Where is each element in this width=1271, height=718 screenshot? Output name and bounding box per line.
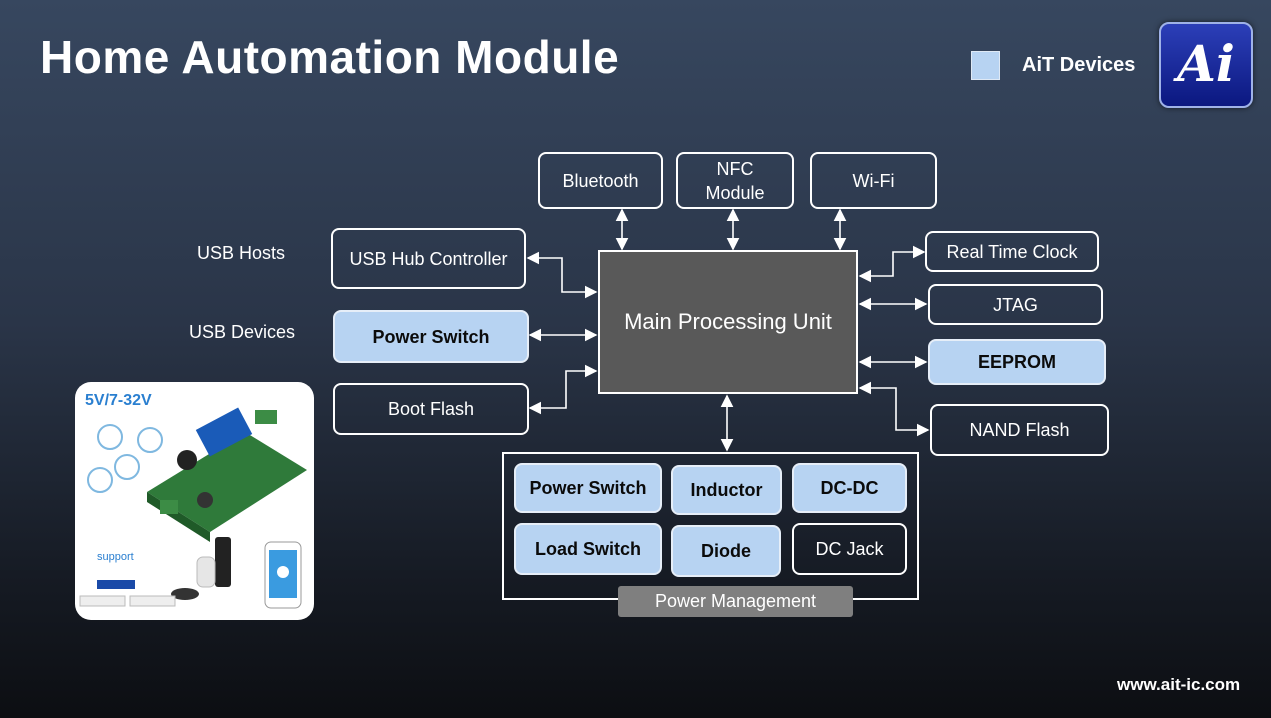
nand-flash-box: NAND Flash <box>930 404 1109 456</box>
usb-hosts-label: USB Hosts <box>197 243 286 263</box>
usb-hub-controller-box: USB Hub Controller <box>331 228 526 289</box>
power-management-label: Power Management <box>618 586 853 617</box>
pm-power-switch-box: Power Switch <box>514 463 662 513</box>
arrow-rtc <box>858 245 926 283</box>
jtag-box: JTAG <box>928 284 1103 325</box>
arrow-usb-hub <box>526 251 598 299</box>
footer-url[interactable]: www.ait-ic.com <box>1117 675 1241 694</box>
power-switch-box: Power Switch <box>333 310 529 363</box>
pm-inductor-box: Inductor <box>671 465 782 515</box>
legend-swatch <box>971 51 1000 80</box>
legend-label: AiT Devices <box>1022 54 1136 76</box>
bluetooth-box: Bluetooth <box>538 152 663 209</box>
boot-flash-box: Boot Flash <box>333 383 529 435</box>
ait-logo: Ai <box>1159 22 1253 108</box>
eeprom-box: EEPROM <box>928 339 1106 385</box>
arrow-boot-flash <box>528 364 598 415</box>
arrow-nand <box>858 381 930 437</box>
real-time-clock-box: Real Time Clock <box>925 231 1099 272</box>
main-processing-unit: Main Processing Unit <box>598 250 858 394</box>
logo-text: Ai <box>1177 34 1235 93</box>
page-title: Home Automation Module <box>40 31 620 83</box>
usb-devices-label: USB Devices <box>189 322 296 342</box>
wifi-box: Wi-Fi <box>810 152 937 209</box>
pm-dcdc-box: DC-DC <box>792 463 907 513</box>
relay-board-illustration: support <box>79 407 307 609</box>
photo-voltage-text: 5V/7-32V <box>85 392 152 409</box>
pm-load-switch-box: Load Switch <box>514 523 662 575</box>
nfc-module-box: NFC Module <box>676 152 794 209</box>
pm-dc-jack-box: DC Jack <box>792 523 907 575</box>
pm-diode-box: Diode <box>671 525 781 577</box>
product-photo: 5V/7-32V support <box>75 382 314 620</box>
svg-text:support: support <box>97 551 134 563</box>
